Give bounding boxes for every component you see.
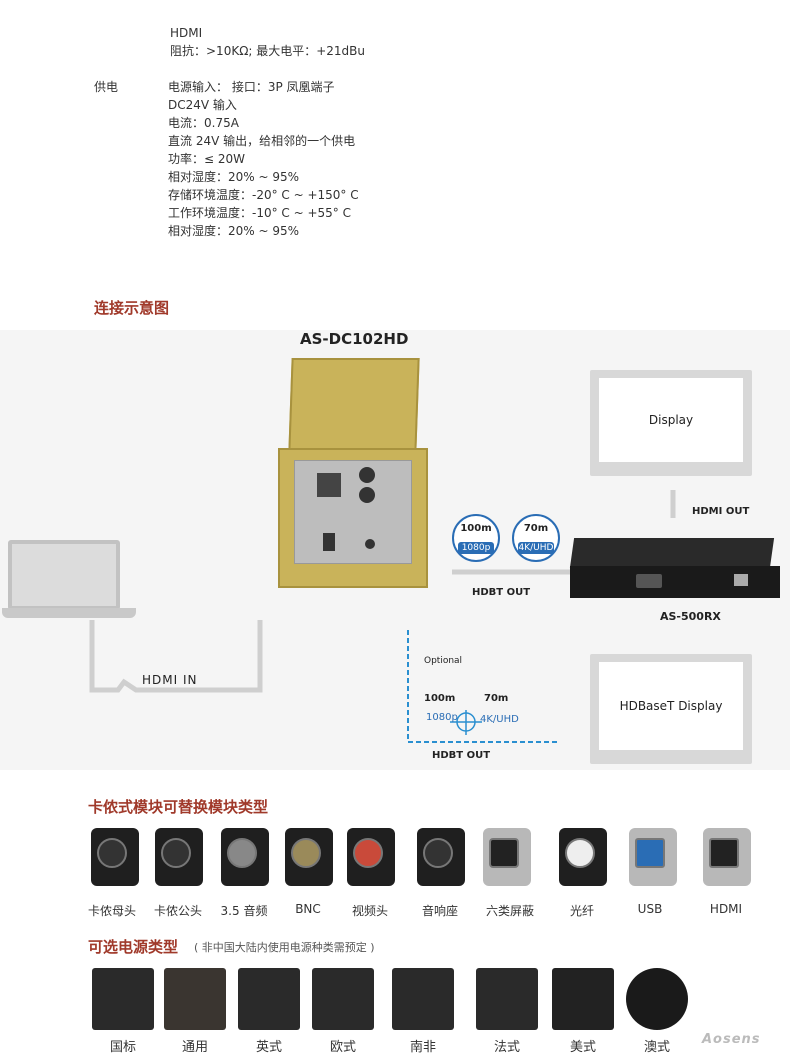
hdbt-out-top-label: HDBT OUT [472, 587, 531, 598]
outlet-label: 南非 [409, 1040, 436, 1055]
module-label: 卡侬母头 [87, 904, 136, 918]
module-label: USB [637, 902, 663, 916]
outlet-uk [238, 968, 300, 1030]
spec-line: 工作环境温度：-10° C ~ +55° C [168, 206, 351, 220]
xlr-icon [359, 487, 375, 503]
spec-line: 相对湿度：20% ~ 95% [168, 170, 300, 184]
spec-line: 相对湿度：20% ~ 95% [168, 224, 300, 238]
module-label: 光纤 [569, 904, 594, 918]
laptop-icon [8, 540, 120, 610]
brand-logo: Aosens [702, 1032, 761, 1047]
power-types-note: ( 非中国大陆内使用电源种类需预定 ) [194, 941, 375, 954]
outlet-label: 国标 [109, 1040, 136, 1055]
spec-power-lines: 电源输入： 接口：3P 凤凰端子 DC24V 输入 电流：0.75A 直流 24… [168, 78, 359, 240]
spec-line: 功率：≤ 20W [168, 152, 246, 166]
cross-1080p: 1080p [426, 712, 458, 723]
module-label: 3.5 音频 [220, 904, 268, 918]
badge-distance: 100m [460, 523, 492, 534]
receiver-name: AS-500RX [660, 610, 721, 623]
module-label: 六类屏蔽 [485, 904, 534, 918]
outlet-label: 法式 [493, 1040, 520, 1055]
outlet-label: 欧式 [329, 1040, 356, 1055]
hdmi-port-icon [323, 533, 335, 551]
module-label: 音响座 [421, 904, 458, 918]
module-35-audio [218, 826, 272, 892]
outlet-au [626, 968, 688, 1030]
module-label: 视频头 [351, 904, 388, 918]
module-label: HDMI [709, 902, 743, 916]
receiver-top [569, 538, 775, 568]
device-lid [288, 358, 420, 452]
modules-title: 卡侬式模块可替换模块类型 [88, 798, 269, 816]
outlet-za [392, 968, 454, 1030]
module-cat6 [480, 826, 534, 892]
module-label: 卡侬公头 [153, 904, 202, 918]
diagram-lines [89, 490, 676, 743]
audio-port-icon [365, 539, 375, 549]
module-hdmi [700, 826, 754, 892]
hdbaset-display-monitor: HDBaseT Display [590, 654, 752, 764]
hdmi-in-label: HDMI IN [142, 673, 198, 687]
module-fiber [556, 826, 610, 892]
outlet-icon [317, 473, 341, 497]
module-xlr-male [152, 826, 206, 892]
outlet-universal [164, 968, 226, 1030]
module-speakon [414, 826, 468, 892]
spec-line: 直流 24V 输出，给相邻的一个供电 [168, 134, 356, 148]
outlet-label: 美式 [569, 1040, 596, 1055]
spec-line: 电源输入： 接口：3P 凤凰端子 [168, 80, 335, 94]
connection-title: 连接示意图 [94, 299, 170, 317]
optional-label: Optional [424, 656, 463, 666]
receiver-front [570, 566, 780, 598]
distance-badge-4k: 70m 4K/UHD [512, 514, 560, 562]
device-name: AS-DC102HD [300, 330, 409, 348]
cross-4k: 4K/UHD [480, 714, 519, 725]
hdbt-out-bottom-label: HDBT OUT [432, 750, 491, 761]
spec-hdmi-label: HDMI [170, 26, 203, 40]
power-types-title: 可选电源类型 [88, 938, 179, 956]
outlet-label: 通用 [181, 1040, 208, 1055]
module-xlr-female [88, 826, 142, 892]
laptop-base [2, 608, 136, 618]
module-rca [344, 826, 398, 892]
display-label: Display [599, 378, 743, 462]
badge-resolution: 4K/UHD [518, 542, 554, 554]
spec-power-label: 供电 [94, 80, 119, 94]
device-frame [278, 448, 428, 588]
connection-diagram: HDMI IN AS-DC102HD Display HDMI OUT 100m… [0, 330, 790, 770]
hdmi-out-label: HDMI OUT [692, 506, 750, 517]
vga-port-icon [636, 574, 662, 588]
cross-70m: 70m [484, 693, 509, 704]
xlr-icon [359, 467, 375, 483]
rj45-port-icon [734, 574, 748, 586]
module-label: BNC [295, 902, 321, 916]
cross-100m: 100m [424, 693, 456, 704]
outlet-eu [312, 968, 374, 1030]
display-monitor: Display [590, 370, 752, 476]
outlet-label: 澳式 [643, 1040, 670, 1055]
device-panel [294, 460, 412, 564]
spec-hdmi-value: 阻抗：>10KΩ; 最大电平：+21dBu [170, 44, 366, 58]
badge-resolution: 1080p [458, 542, 494, 554]
spec-line: 存储环境温度：-20° C ~ +150° C [168, 188, 359, 202]
hdbaset-display-label: HDBaseT Display [599, 662, 743, 750]
outlet-fr [476, 968, 538, 1030]
spec-line: DC24V 输入 [168, 98, 237, 112]
module-usb [626, 826, 680, 892]
module-bnc [282, 826, 336, 892]
outlet-cn [92, 968, 154, 1030]
outlet-label: 英式 [255, 1040, 282, 1055]
badge-distance: 70m [523, 523, 549, 534]
outlet-us [552, 968, 614, 1030]
spec-line: 电流：0.75A [168, 116, 239, 130]
distance-badge-1080p: 100m 1080p [452, 514, 500, 562]
